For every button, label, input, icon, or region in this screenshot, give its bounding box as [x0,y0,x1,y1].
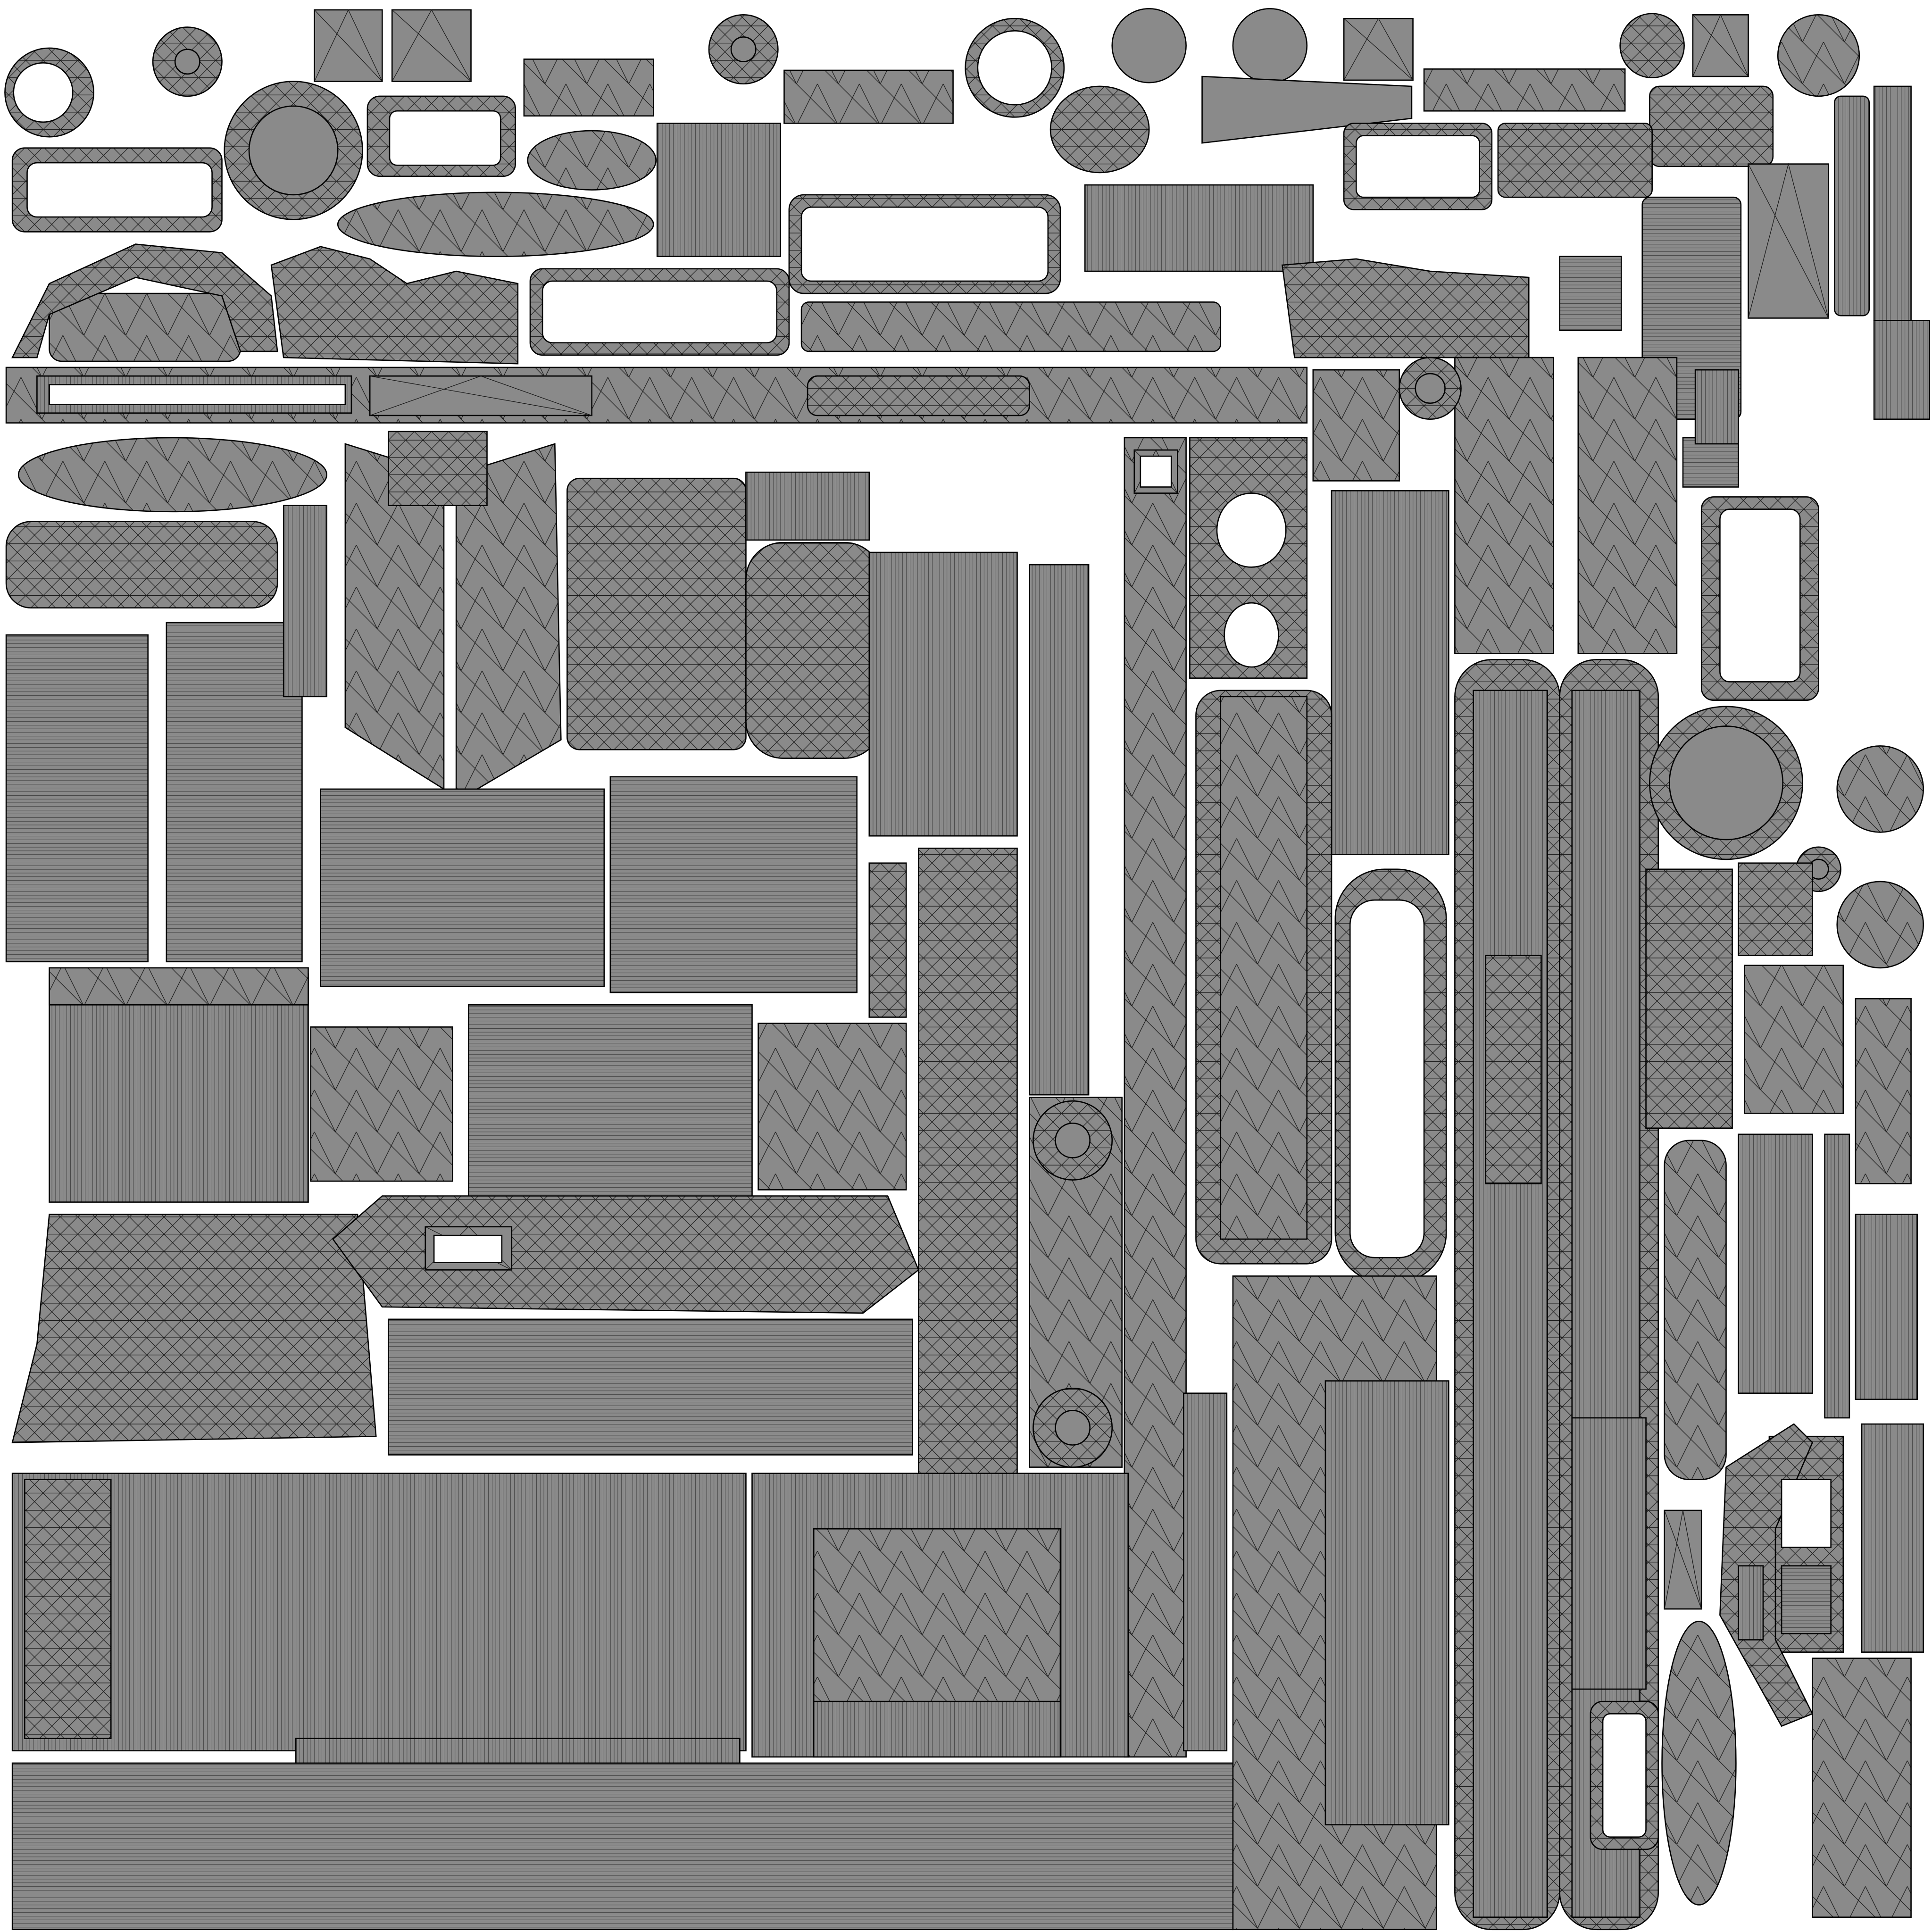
uv-island [1577,357,1678,654]
uv-island [11,243,278,358]
uv-island [1454,357,1554,654]
uv-island [1682,437,1739,488]
uv-island [1497,123,1653,198]
uv-island [49,292,242,362]
uv-island [295,1738,741,1764]
uv-island [523,58,654,117]
uv-island [868,862,907,1018]
uv-island [310,1026,453,1182]
uv-island [1559,256,1622,331]
uv-island [1873,320,1931,420]
uv-island [1738,1133,1813,1394]
uv-island [1836,745,1924,833]
uv-island [455,443,562,803]
uv-island [566,477,747,750]
uv-island [1049,85,1150,174]
uv-island [813,1528,1061,1702]
uv-island [1423,68,1626,112]
uv-island [11,1762,1234,1931]
uv-island [11,1214,377,1443]
uv-island [1331,490,1449,855]
uv-island [1473,690,1548,1918]
uv-island [1781,1565,1832,1634]
uv-island [49,973,309,1203]
uv-island [5,521,278,608]
uv-island [166,622,303,963]
uv-island [1744,965,1844,1114]
uv-island [5,634,149,963]
uv-island [1571,1417,1647,1690]
uv-island [1281,258,1530,358]
uv-island [1694,369,1739,445]
uv-island [1220,696,1308,1240]
uv-island [745,471,870,541]
uv-island [1201,75,1413,144]
uv-island [283,505,327,698]
uv-island [1855,998,1912,1184]
uv-island [1873,85,1912,321]
uv-island [1084,184,1314,272]
uv-island [1836,881,1924,969]
uv-island [1738,1565,1764,1641]
uv-island [1111,8,1187,83]
uv-island [783,69,954,124]
uv-island [1719,1423,1814,1727]
uv-holes [13,30,1832,1838]
uv-island [388,1318,913,1456]
uv-islands [4,8,1931,1931]
uv-island [1619,13,1685,78]
uv-island [1661,1620,1737,1906]
uv-island [1232,8,1308,83]
uv-island [388,431,488,507]
uv-island [745,541,883,759]
uv-island [1183,1392,1228,1752]
uv-island [1324,1380,1449,1825]
uv-island [332,1195,919,1314]
uv-island [800,301,1222,352]
uv-island [1664,1140,1727,1481]
uv-island [1855,1214,1918,1400]
uv-island [17,437,327,513]
uv-island [609,776,858,993]
uv-island [24,1479,112,1739]
uv-island [1124,437,1187,1758]
uv-island [1824,1133,1850,1419]
uv-island [918,848,1018,1527]
uv-island [467,1004,753,1203]
uv-island [49,967,309,1006]
uv-island [1645,868,1733,1129]
uv-island [813,1700,1061,1758]
uv-island [1861,1423,1924,1653]
uv-island [1812,1657,1912,1918]
uv-island [1312,369,1400,482]
uv-island [1029,564,1090,1096]
uv-island [270,246,519,365]
uv-island [868,551,1018,837]
uv-island [758,1023,907,1191]
uv-island [11,1473,747,1752]
uv-island [1738,862,1813,957]
uv-island [1834,95,1870,316]
uv-island [807,375,1030,416]
uv-island [1777,14,1860,97]
uv-island [1649,85,1774,167]
uv-island [656,123,781,258]
uv-island [527,130,657,191]
uv-island [320,788,605,987]
uv-island [1485,955,1542,1184]
uv-island [337,192,654,258]
